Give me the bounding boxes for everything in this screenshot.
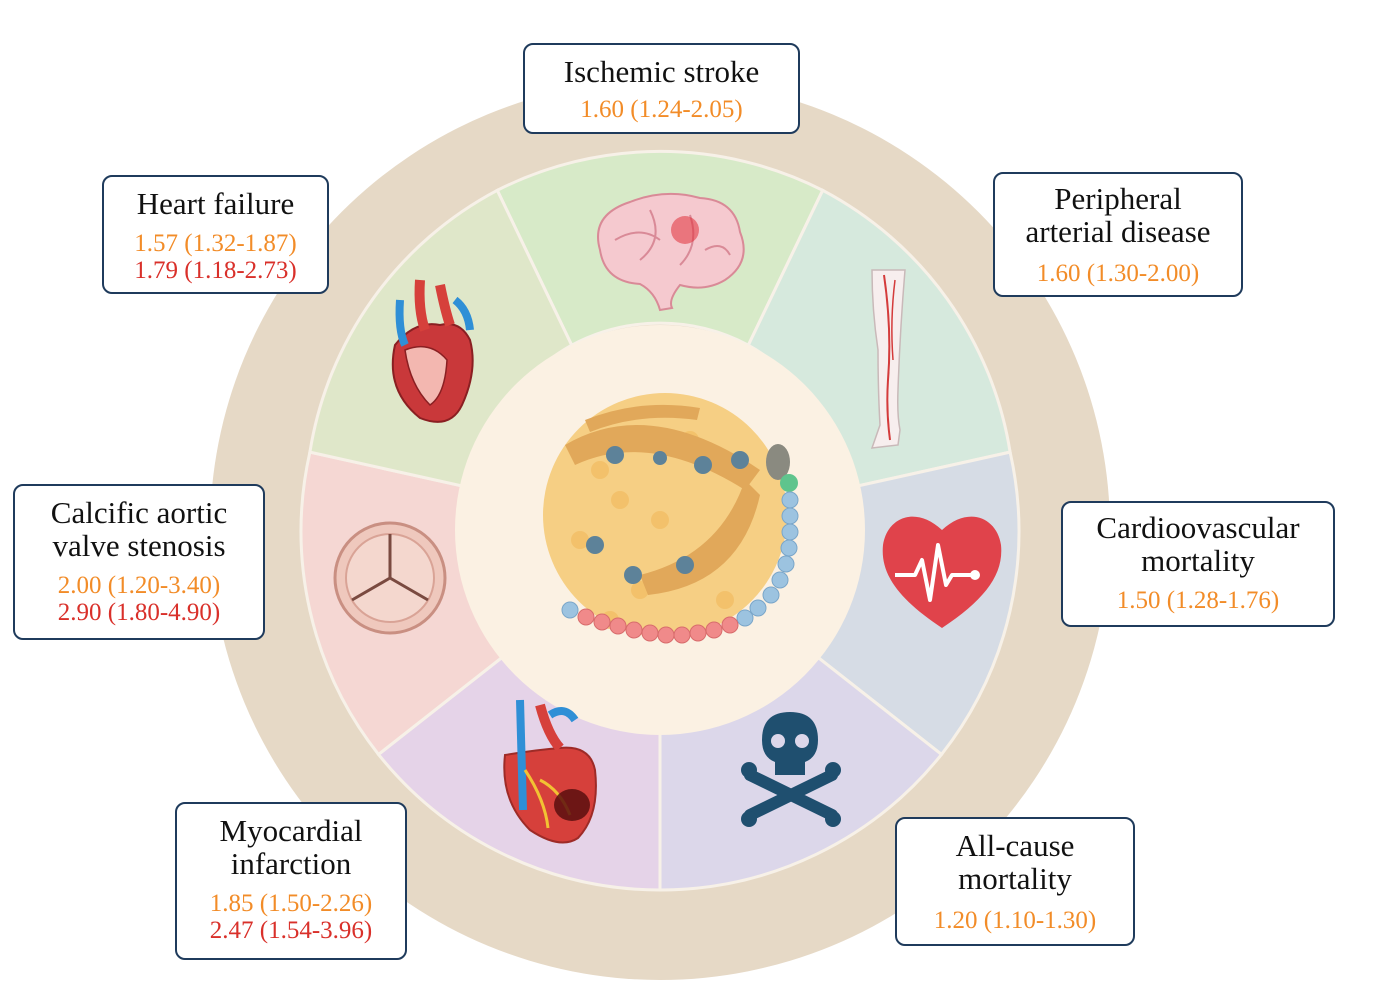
heart-ecg-icon	[882, 516, 1002, 628]
label-all-cause-mortality: All-cause mortality 1.20 (1.10-1.30)	[895, 817, 1135, 946]
label-calcific-aortic-valve-stenosis-title: Calcific aortic valve stenosis	[50, 495, 228, 563]
skull-crossbones-icon	[741, 712, 841, 827]
label-heart-failure-title: Heart failure	[136, 186, 295, 221]
infarcted-heart-icon	[503, 699, 597, 844]
label-ischemic-stroke-title: Ischemic stroke	[563, 54, 760, 89]
label-ischemic-stroke-value-1: 1.60 (1.24-2.05)	[580, 96, 743, 123]
aortic-valve-icon	[333, 521, 447, 635]
label-all-cause-mortality-value-1: 1.20 (1.10-1.30)	[933, 907, 1097, 934]
label-myocardial-infarction-title: Myocardial infarction	[219, 813, 363, 881]
label-ischemic-stroke: Ischemic stroke 1.60 (1.24-2.05)	[523, 43, 800, 134]
label-cardiovascular-mortality-value-1: 1.50 (1.28-1.76)	[1116, 587, 1280, 614]
brain-icon	[597, 192, 745, 312]
label-myocardial-infarction: Myocardial infarction 1.85 (1.50-2.26) 2…	[175, 802, 407, 960]
label-peripheral-arterial-disease-value-1: 1.60 (1.30-2.00)	[1036, 260, 1200, 287]
label-heart-failure: Heart failure 1.57 (1.32-1.87) 1.79 (1.1…	[102, 175, 329, 294]
heart-cross-section-icon	[391, 279, 474, 423]
label-myocardial-infarction-value-1: 1.85 (1.50-2.26)	[209, 890, 373, 917]
label-calcific-aortic-valve-stenosis-value-2: 2.90 (1.80-4.90)	[57, 599, 221, 626]
label-cardiovascular-mortality: Cardioovascular mortality 1.50 (1.28-1.7…	[1061, 501, 1335, 627]
label-all-cause-mortality-title: All-cause mortality	[955, 828, 1075, 896]
leg-arteries-icon	[870, 269, 906, 449]
label-heart-failure-value-1: 1.57 (1.32-1.87)	[134, 230, 297, 257]
label-calcific-aortic-valve-stenosis-value-1: 2.00 (1.20-3.40)	[57, 572, 221, 599]
label-peripheral-arterial-disease-title: Peripheral arterial disease	[1025, 181, 1211, 249]
lipoprotein-a-particle-icon	[543, 393, 799, 644]
label-cardiovascular-mortality-title: Cardioovascular mortality	[1096, 510, 1300, 578]
label-calcific-aortic-valve-stenosis: Calcific aortic valve stenosis 2.00 (1.2…	[13, 484, 265, 640]
label-heart-failure-value-2: 1.79 (1.18-2.73)	[134, 257, 297, 284]
label-myocardial-infarction-value-2: 2.47 (1.54-3.96)	[209, 917, 373, 944]
label-peripheral-arterial-disease: Peripheral arterial disease 1.60 (1.30-2…	[993, 172, 1243, 297]
